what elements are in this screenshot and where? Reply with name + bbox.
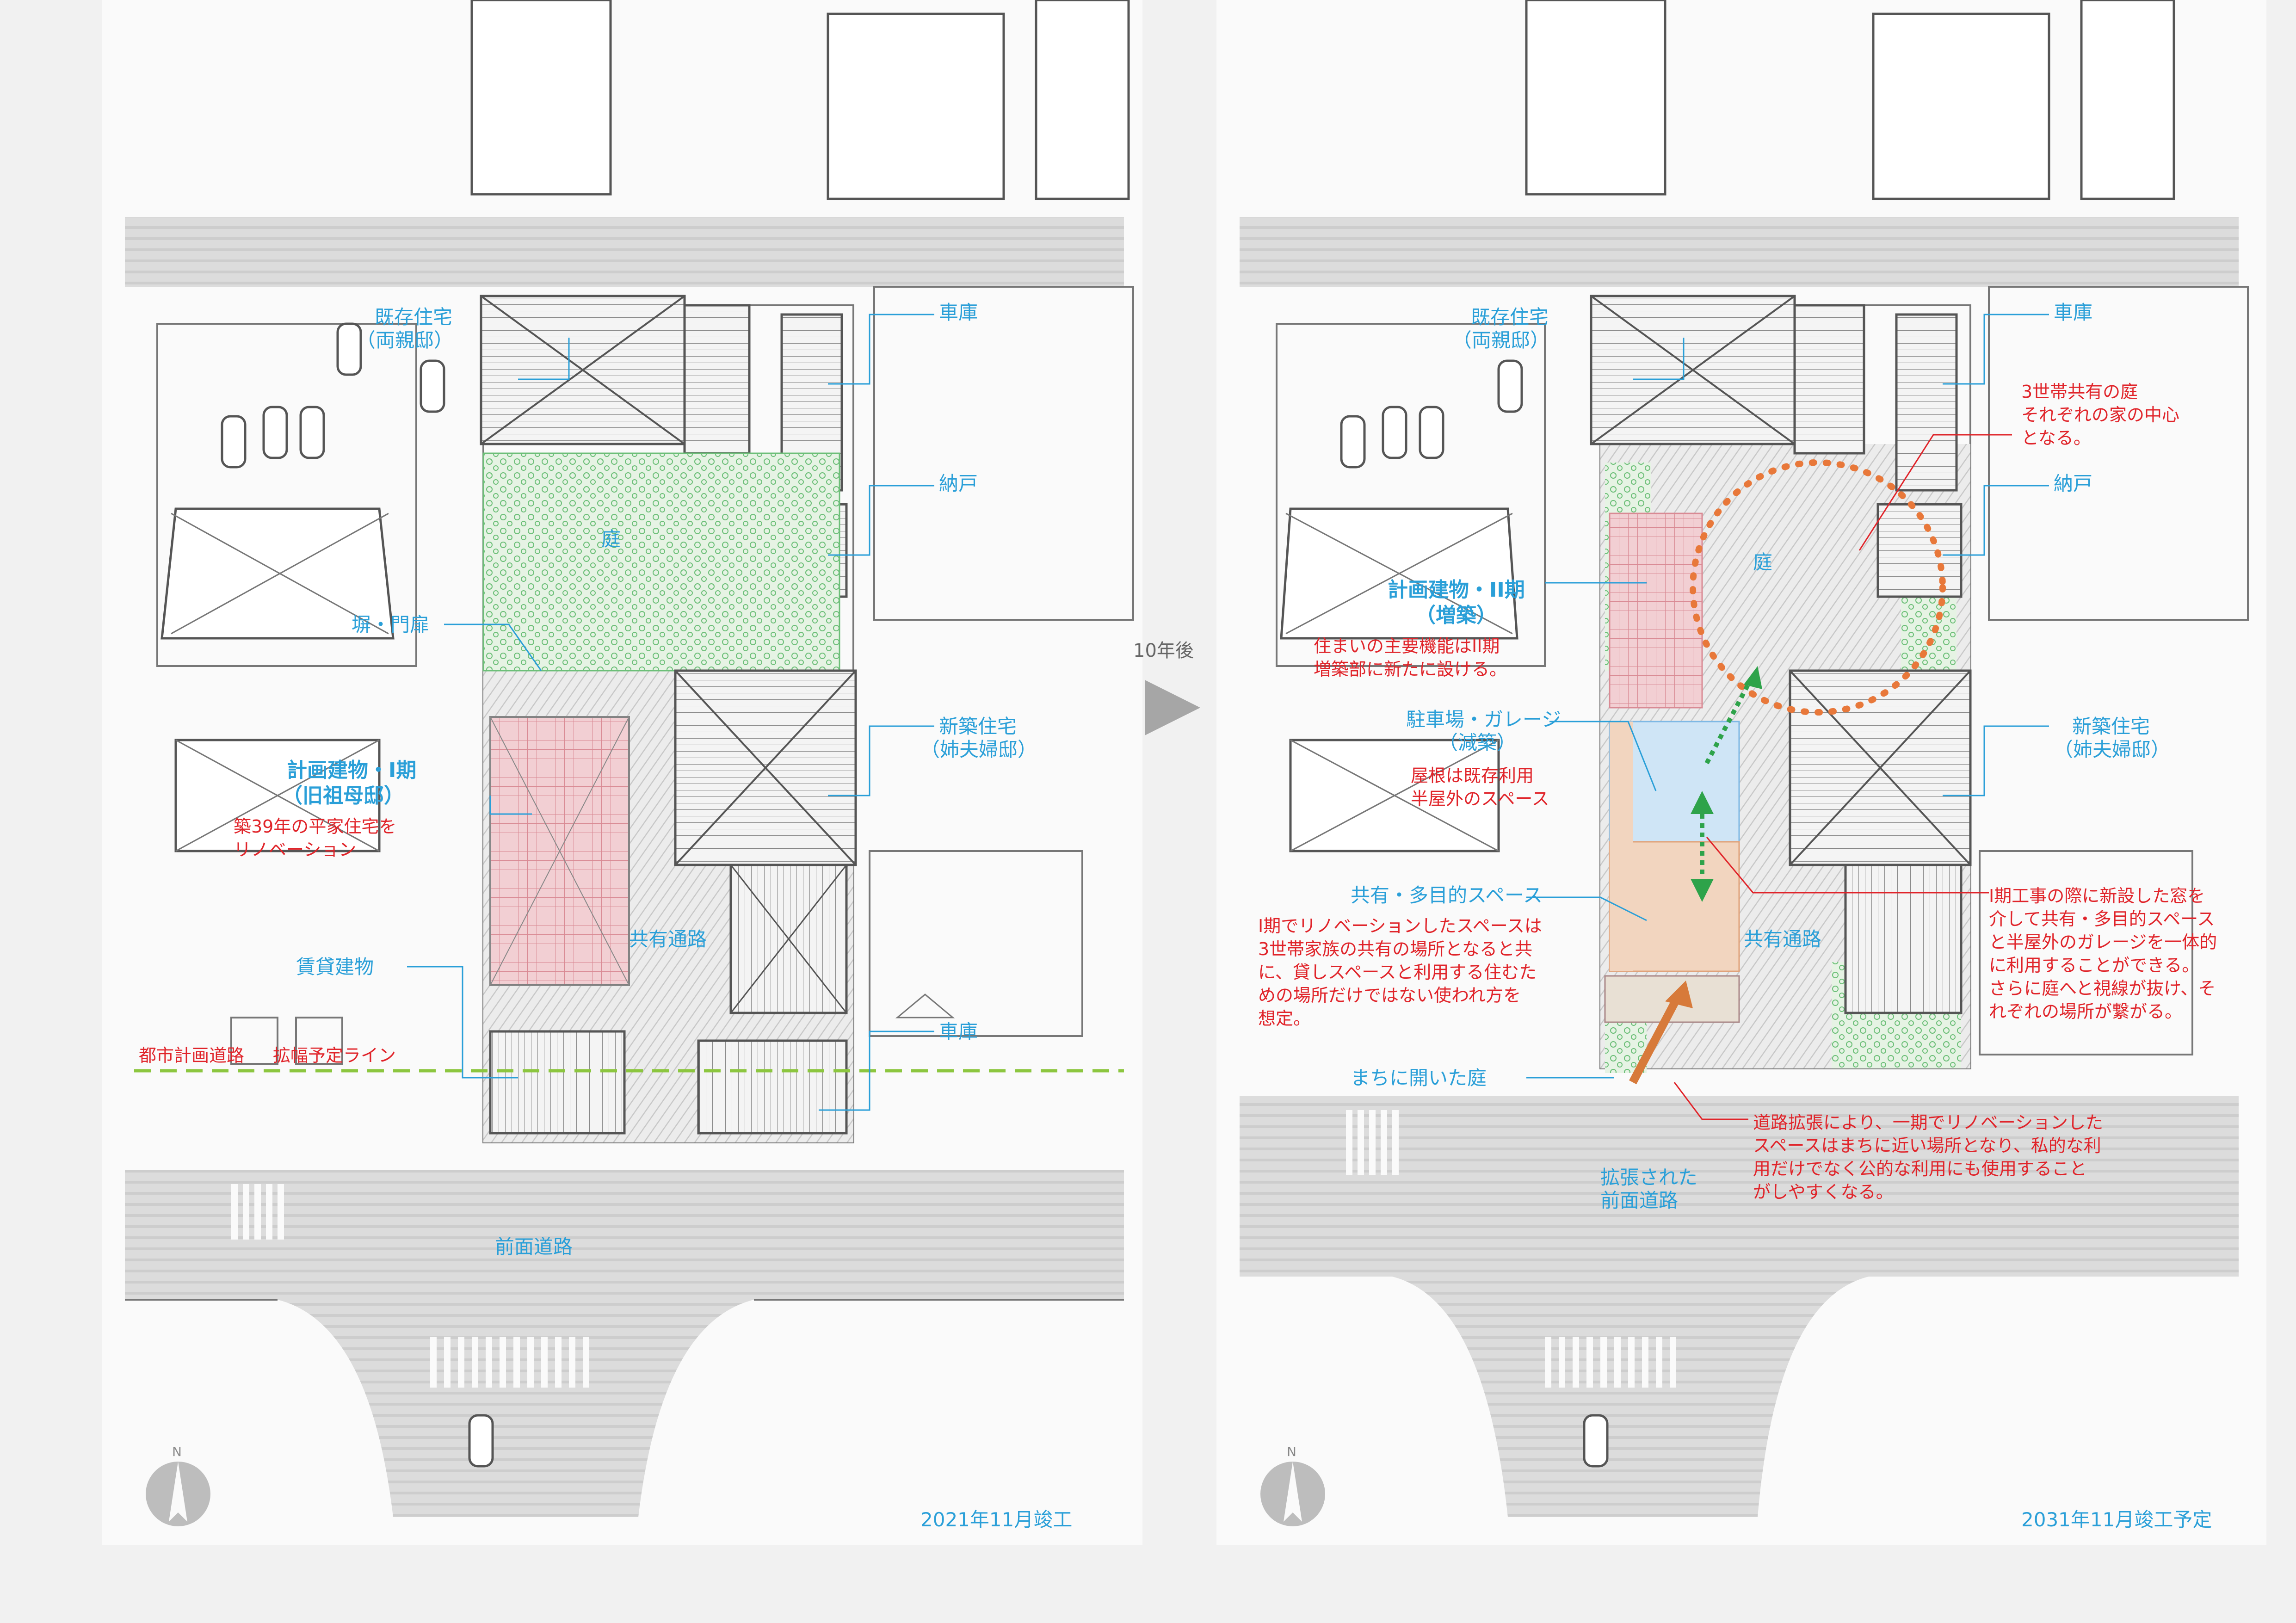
label-existing-house: 既存住宅	[375, 306, 452, 328]
note-road-3: 用だけでなく公的な利用にも使用すること	[1753, 1159, 2087, 1179]
note-multi-1: I期でリノベーションしたスペースは	[1258, 916, 1542, 936]
label-parking-sub: （減築）	[1438, 731, 1516, 754]
note-window-2: 介して共有・多目的スペース	[1989, 909, 2215, 929]
note-window-4: に利用することができる。	[1989, 955, 2199, 975]
front-road	[125, 1170, 1124, 1517]
label-city-road-2: 拡幅予定ライン	[273, 1045, 396, 1066]
note-shared-garden-1: 3世帯共有の庭	[2021, 382, 2138, 402]
note-window-5: さらに庭へと視線が抜け、そ	[1989, 978, 2216, 999]
label-garage-top: 車庫	[2054, 301, 2092, 324]
date-right: 2031年11月竣工予定	[2021, 1508, 2212, 1531]
north-label: N	[172, 1444, 182, 1459]
label-garden: 庭	[601, 528, 621, 550]
note-road-1: 道路拡張により、一期でリノベーションした	[1753, 1112, 2103, 1133]
label-new-house-sub: （姉夫婦邸）	[920, 738, 1037, 761]
label-storage: 納戸	[939, 472, 978, 495]
note-phase2-1: 住まいの主要機能はII期	[1314, 636, 1500, 656]
label-ten-years-after: 10年後	[1133, 640, 1194, 661]
label-new-house: 新築住宅	[2072, 715, 2150, 738]
note-parking-1: 屋根は既存利用	[1411, 765, 1534, 786]
note-window-1: I期工事の際に新設した窓を	[1989, 886, 2205, 906]
note-phase1-2: リノベーション	[234, 839, 356, 860]
label-plan-phase2: 計画建物・II期	[1388, 578, 1525, 602]
right-panel	[1216, 0, 2266, 1545]
label-shared-path: 共有通路	[1744, 928, 1821, 950]
north-arrow-icon	[146, 1462, 210, 1526]
label-shared-path: 共有通路	[629, 928, 707, 950]
label-garage-bottom: 車庫	[939, 1020, 978, 1043]
label-existing-house-sub: （両親邸）	[1452, 329, 1549, 352]
label-rental: 賃貸建物	[296, 956, 374, 978]
label-plan-phase1: 計画建物・I期	[287, 759, 416, 782]
note-phase1-1: 築39年の平家住宅を	[234, 816, 396, 837]
label-multi-space: 共有・多目的スペース	[1351, 884, 1543, 907]
upper-road	[125, 217, 1124, 287]
label-storage: 納戸	[2054, 472, 2092, 495]
label-open-garden: まちに開いた庭	[1351, 1067, 1487, 1089]
note-parking-2: 半屋外のスペース	[1411, 789, 1549, 809]
label-expanded-road-2: 前面道路	[1600, 1189, 1678, 1212]
label-parking: 駐車場・ガレージ	[1406, 708, 1561, 731]
label-existing-house: 既存住宅	[1471, 306, 1549, 328]
label-plan-phase1-sub: （旧祖母邸）	[282, 784, 404, 808]
note-multi-3: に、貸しスペースと利用する住むた	[1258, 962, 1537, 982]
north-arrow-icon	[1260, 1462, 1325, 1526]
label-front-road: 前面道路	[495, 1235, 573, 1258]
left-labels: 既存住宅 （両親邸） 車庫 納戸 庭 塀・門扉 新築住宅 （姉夫婦邸） 計画建物…	[139, 301, 1072, 1531]
label-expanded-road-1: 拡張された	[1600, 1166, 1697, 1189]
right-labels: 既存住宅 （両親邸） 車庫 3世帯共有の庭 それぞれの家の中心 となる。 納戸 …	[1258, 301, 2217, 1531]
note-multi-5: 想定。	[1258, 1008, 1311, 1029]
label-garage-top: 車庫	[939, 301, 978, 324]
note-shared-garden-2: それぞれの家の中心	[2021, 405, 2179, 425]
note-phase2-2: 増築部に新たに設ける。	[1314, 659, 1507, 679]
date-left: 2021年11月竣工	[920, 1508, 1072, 1531]
note-multi-4: めの場所だけではない使われ方を	[1258, 985, 1521, 1006]
label-new-house: 新築住宅	[939, 715, 1017, 738]
note-road-2: スペースはまちに近い場所となり、私的な利	[1753, 1135, 2101, 1156]
label-wall-gate: 塀・門扉	[352, 613, 429, 636]
play-triangle-icon	[1145, 680, 1200, 735]
left-panel	[102, 0, 1142, 1545]
label-plan-phase2-sub: （増築）	[1415, 604, 1497, 627]
note-window-6: れぞれの場所が繋がる。	[1989, 1001, 2182, 1022]
label-garden: 庭	[1753, 551, 1772, 574]
note-road-4: がしやすくなる。	[1753, 1182, 1894, 1202]
north-label: N	[1287, 1444, 1296, 1459]
label-existing-house-sub: （両親邸）	[356, 329, 453, 352]
note-multi-2: 3世帯家族の共有の場所となると共	[1258, 939, 1532, 959]
label-new-house-sub: （姉夫婦邸）	[2054, 738, 2170, 761]
label-city-road-1: 都市計画道路	[139, 1045, 244, 1066]
note-shared-garden-3: となる。	[2021, 428, 2091, 448]
note-window-3: と半屋外のガレージを一体的	[1989, 932, 2217, 952]
